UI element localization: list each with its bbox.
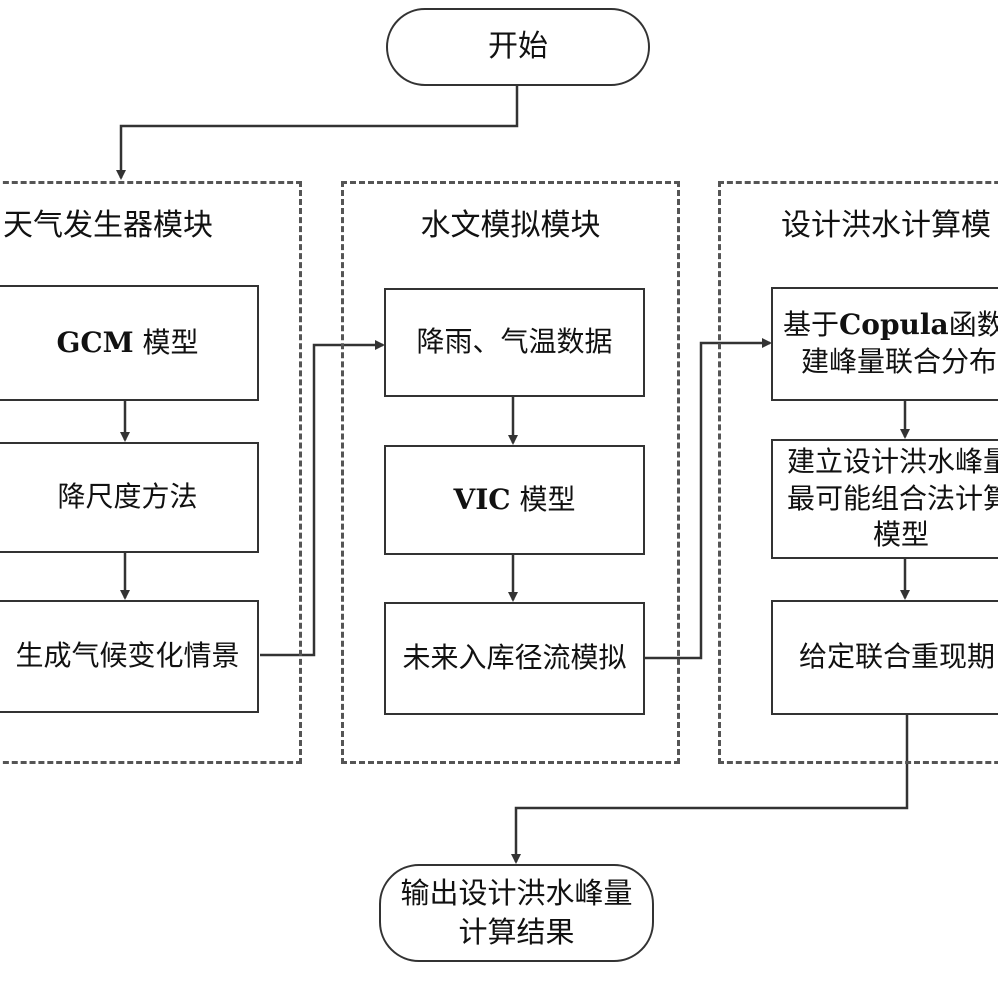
hydrologic-simulation-module: 水文模拟模块 [341, 181, 680, 764]
climate-scenario-label: 生成气候变化情景 [15, 639, 240, 673]
combination-method-box: 建立设计洪水峰量 最可能组合法计算 模型 [771, 439, 998, 559]
combination-line1: 建立设计洪水峰量 [787, 444, 998, 478]
rain-temperature-data-box: 降雨、气温数据 [384, 288, 645, 397]
downscaling-label: 降尺度方法 [57, 480, 198, 514]
gcm-label: GCM [56, 325, 134, 359]
copula-prefix: 基于 [783, 308, 840, 342]
climate-scenario-box: 生成气候变化情景 [0, 600, 259, 713]
start-label: 开始 [488, 28, 548, 64]
model-label: 模型 [510, 482, 576, 516]
copula-suffix: 函数构 [948, 308, 998, 342]
arrow-scenario-to-rain-data [260, 340, 385, 657]
downscaling-box: 降尺度方法 [0, 442, 259, 553]
module-title: 设计洪水计算模 [781, 208, 991, 243]
start-terminal: 开始 [386, 8, 650, 86]
end-line1: 输出设计洪水峰量 [400, 875, 633, 910]
return-period-box: 给定联合重现期 [771, 600, 998, 715]
arrow-start-to-gcm-module [116, 86, 519, 180]
end-line2: 计算结果 [458, 915, 575, 949]
rain-temperature-label: 降雨、气温数据 [416, 325, 613, 359]
model-label: 模型 [133, 325, 199, 359]
combination-line2: 最可能组合法计算 [787, 481, 998, 515]
module-title: 水文模拟模块 [420, 208, 601, 243]
end-terminal: 输出设计洪水峰量 计算结果 [379, 864, 654, 962]
copula-label: Copula [839, 308, 949, 342]
future-runoff-box: 未来入库径流模拟 [384, 602, 645, 715]
design-flood-module: 设计洪水计算模 [718, 181, 998, 764]
future-runoff-label: 未来入库径流模拟 [402, 641, 627, 675]
gcm-model-box: GCM 模型 [0, 285, 259, 401]
copula-distribution-box: 基于Copula函数构 建峰量联合分布 [771, 287, 998, 401]
weather-generator-module: 天气发生器模块 [0, 181, 302, 764]
vic-label: VIC [453, 482, 511, 516]
module-title: 天气发生器模块 [3, 208, 213, 243]
return-period-label: 给定联合重现期 [799, 640, 996, 674]
copula-line2: 建峰量联合分布 [801, 345, 998, 378]
vic-model-box: VIC 模型 [384, 445, 645, 555]
arrow-runoff-to-copula [645, 338, 772, 660]
combination-line3: 模型 [873, 518, 930, 552]
